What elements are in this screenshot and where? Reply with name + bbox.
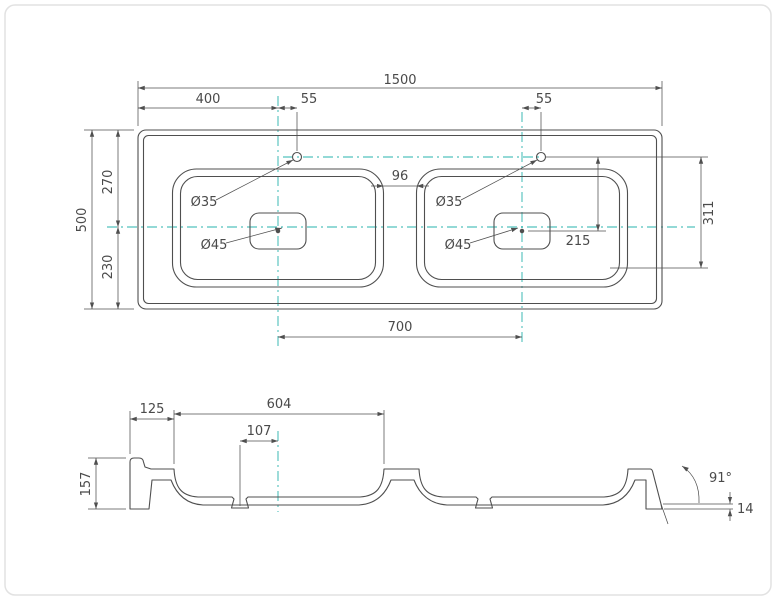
edge-angle-arc	[681, 465, 700, 504]
section-extension-lines	[88, 410, 733, 525]
left-bowl-inner	[179, 175, 377, 281]
dim-faucet-offset-left-label: 55	[301, 92, 318, 107]
right-faucet-hole	[535, 151, 547, 163]
right-bowl-inner	[423, 175, 621, 281]
dim-back-depth-label: 270	[101, 170, 116, 195]
countertop-profile	[129, 457, 663, 510]
section-labels: 125 604 107 157 91° 14	[79, 397, 754, 517]
right-drain-point	[519, 228, 525, 234]
dim-thickness-label: 14	[737, 502, 754, 517]
dim-drain-offset-label: 107	[247, 424, 272, 439]
dim-overall-depth-label: 500	[75, 208, 90, 233]
left-bowl-outer	[171, 168, 385, 288]
right-bowl-outer	[415, 168, 629, 288]
dim-edge-to-bowl-label: 125	[140, 402, 165, 417]
dim-left-offset-label: 400	[196, 92, 221, 107]
left-bowl-floor	[249, 212, 307, 250]
section-dimension-lines	[93, 411, 733, 521]
top-view-labels: 1500 400 55 55 96 270 230 500 Ø35 Ø45 Ø3…	[75, 73, 717, 335]
dim-faucet-to-drain-label: 215	[566, 234, 591, 249]
dim-overall-height-label: 157	[79, 472, 94, 497]
dim-faucet-diameter-right-label: Ø35	[436, 195, 463, 210]
dim-front-depth-label: 230	[101, 255, 116, 280]
dim-drain-diameter-left-label: Ø45	[201, 238, 228, 253]
left-faucet-hole	[291, 151, 303, 163]
dim-overall-width-label: 1500	[383, 73, 416, 88]
top-view-dimension-lines	[89, 85, 704, 340]
section-view	[129, 457, 663, 510]
page-border	[4, 4, 772, 596]
dim-drain-diameter-right-label: Ø45	[445, 238, 472, 253]
top-view	[137, 129, 663, 310]
dim-faucet-diameter-left-label: Ø35	[191, 195, 218, 210]
dim-faucet-to-edge-label: 311	[702, 201, 717, 226]
left-drain-point	[275, 228, 281, 234]
leader-lines	[215, 159, 538, 244]
countertop-inner-rim	[142, 134, 658, 305]
dim-bowl-centers-label: 700	[388, 320, 413, 335]
dim-bowl-gap-label: 96	[392, 169, 409, 184]
dim-bowl-width-label: 604	[267, 397, 292, 412]
dim-edge-angle-label: 91°	[709, 471, 732, 486]
dim-faucet-offset-right-label: 55	[536, 92, 553, 107]
countertop-outline	[137, 129, 663, 310]
